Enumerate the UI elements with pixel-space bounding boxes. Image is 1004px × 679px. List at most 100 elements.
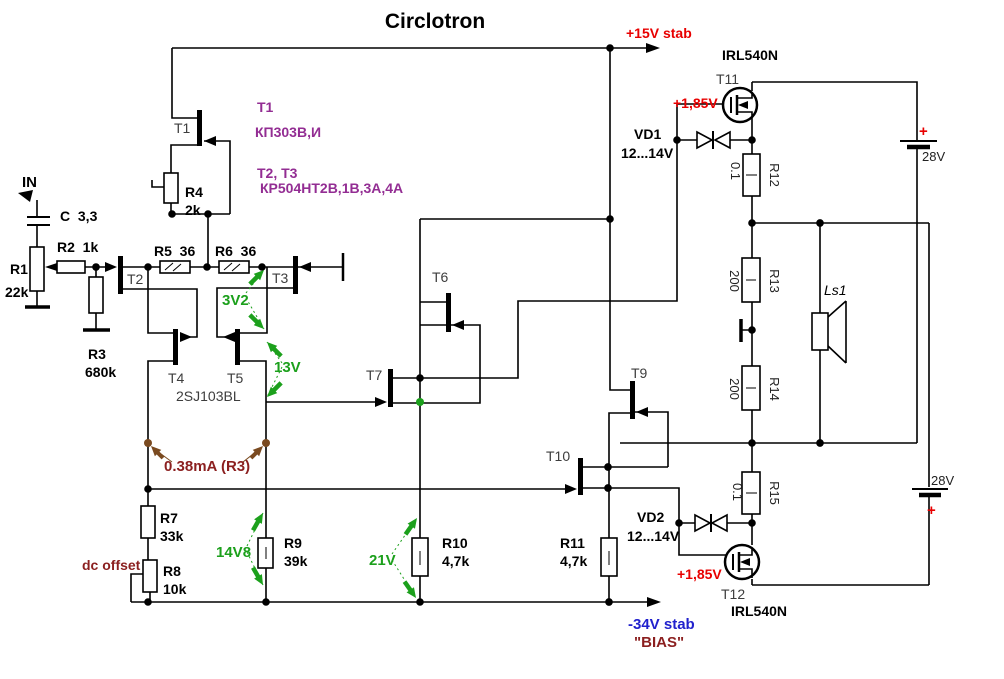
t11-stubs — [737, 92, 753, 119]
transistor-t7-channel — [388, 369, 393, 407]
label-battery-bottom-voltage: 28V — [931, 473, 954, 488]
t2-gate-arrow — [105, 262, 117, 272]
label-battery-bottom-plus: + — [927, 502, 936, 519]
resistor-r5-hatch — [164, 262, 182, 272]
label-battery-top-voltage: 28V — [922, 149, 945, 164]
label-r9: R9 — [284, 535, 302, 551]
annotation-current: 0.38mA (R3) — [164, 458, 250, 475]
arrow-tail — [403, 524, 414, 536]
label-t11: T11 — [716, 71, 739, 87]
label-r1-value: 22k — [5, 284, 29, 300]
arrow-tail — [271, 381, 283, 393]
t6-gate-arrow — [452, 320, 464, 330]
transistor-t5-channel — [235, 329, 240, 365]
label-t12: T12 — [721, 586, 745, 602]
resistor-r1-body — [29, 246, 45, 292]
measure-arrow-3v2-bottom — [248, 313, 264, 329]
label-r4-value: 2k — [185, 202, 201, 218]
t9-gate-arrow — [636, 407, 648, 417]
label-input: IN — [22, 174, 37, 191]
annotation-t23-name: T2, T3 — [257, 165, 298, 181]
vd2-left-triangle — [694, 513, 712, 533]
label-r11: R11 — [560, 535, 585, 551]
label-t7: T7 — [366, 367, 383, 383]
label-r8: R8 — [163, 563, 181, 579]
annotation-t1-name: T1 — [257, 99, 274, 115]
label-r11-value: 4,7k — [560, 553, 587, 569]
label-vminus: -34V stab — [628, 616, 695, 633]
ground-symbols — [25, 305, 743, 342]
measure-arrow-14v8-top — [251, 513, 263, 532]
resistor-r2-body — [56, 260, 86, 274]
transistor-t6-channel — [446, 293, 451, 332]
measure-arrow-13v-top — [267, 342, 283, 358]
annotation-mosfet-top: IRL540N — [722, 47, 778, 63]
label-r7: R7 — [160, 510, 178, 526]
resistor-r5-body — [159, 260, 191, 274]
arrow-tail — [251, 519, 261, 532]
arrow-head — [254, 513, 263, 524]
annotation-t1-type: КП303В,И — [255, 124, 321, 140]
arrow-tail — [248, 274, 260, 286]
label-vd2-value: 12...14V — [627, 528, 680, 544]
label-ls1: Ls1 — [824, 282, 847, 298]
speaker-ls1-body — [811, 312, 829, 351]
label-r15-value: 0.1 — [730, 483, 745, 501]
current-probe-dot-right — [262, 439, 270, 447]
transistor-t10-channel — [578, 458, 583, 495]
transistor-t4-channel — [173, 329, 178, 365]
label-r12-value: 0.1 — [728, 162, 743, 180]
label-r3-value: 680k — [85, 364, 116, 380]
measure-dotted-leaders — [245, 269, 418, 599]
arrow-head — [252, 446, 263, 457]
arrow-tail — [251, 566, 261, 579]
mosfet-t11-symbol — [721, 86, 759, 124]
label-gate-bottom: +1,85V — [677, 566, 722, 582]
resistor-r8-body — [142, 559, 158, 593]
t12-stubs — [739, 548, 753, 578]
wires — [36, 47, 930, 603]
measure-arrow-3v2-top — [248, 270, 264, 286]
current-arrow-right — [249, 446, 263, 460]
arrow-head — [267, 386, 278, 397]
label-t6: T6 — [432, 269, 449, 285]
label-r10-value: 4,7k — [442, 553, 469, 569]
label-v14v8: 14V8 — [216, 544, 251, 561]
label-t10: T10 — [546, 448, 570, 464]
arrow-head — [407, 518, 417, 529]
measure-arrow-21v-top — [403, 518, 417, 536]
label-r13-value: 200 — [727, 270, 742, 292]
battery-thin-plates — [900, 140, 948, 490]
vd1-left-triangle — [696, 130, 714, 150]
arrow-head — [253, 318, 264, 329]
label-r14: R14 — [767, 377, 782, 401]
label-r13: R13 — [767, 269, 782, 293]
label-r15: R15 — [767, 481, 782, 505]
t5-gate-arrow — [223, 332, 235, 342]
arrow-head — [406, 587, 416, 598]
t3-gate-arrow — [299, 262, 311, 272]
annotation-t45-type: 2SJ103BL — [176, 388, 241, 404]
label-r3: R3 — [88, 346, 106, 362]
arrow-head — [267, 342, 278, 353]
vd1-right-triangle — [713, 130, 731, 150]
annotation-t23-type: КР504НТ2В,1В,3А,4А — [260, 180, 403, 196]
battery-thick-plates — [907, 144, 941, 498]
page-title: Circlotron — [385, 10, 485, 33]
t10-gate-arrow — [565, 484, 577, 494]
diode-vd2-symbol — [694, 513, 728, 533]
arrow-head — [253, 270, 264, 281]
green-node-dot — [416, 398, 424, 406]
t4-gate-arrow — [180, 332, 192, 342]
vd2-right-triangle — [710, 513, 728, 533]
capacitor-c — [27, 216, 50, 226]
label-t5: T5 — [227, 370, 244, 386]
arrow-tail — [249, 450, 259, 460]
resistor-r3-body — [88, 276, 104, 314]
measure-arrow-13v-bottom — [267, 381, 283, 397]
label-t2: T2 — [127, 271, 144, 287]
t7-gate-arrow — [375, 397, 387, 407]
transistor-t3-channel — [293, 256, 298, 294]
